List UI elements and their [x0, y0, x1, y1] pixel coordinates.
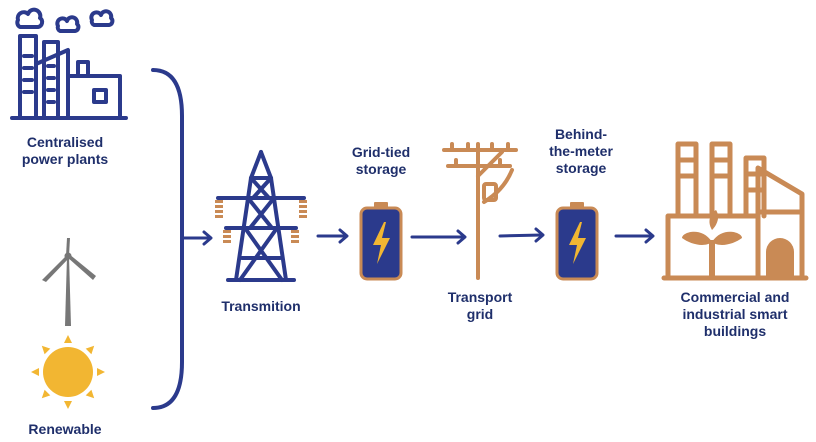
factory-icon: [661, 141, 809, 281]
btm-storage-label-line2: the-meter: [549, 143, 613, 159]
btm-storage-label-line1: Behind-: [554, 126, 608, 142]
renewable-label: Renewable: [28, 421, 102, 437]
power-plants-label-line1: Centralised: [26, 134, 104, 150]
flow-arrow-1: [180, 230, 213, 246]
transport-grid-label: Transport grid: [435, 289, 525, 323]
buildings-label-line2: industrial smart: [682, 306, 788, 322]
power-plants-label-line2: power plants: [21, 151, 109, 167]
grid-storage-battery-icon: [359, 202, 403, 281]
transport-grid-label-line2: grid: [466, 306, 494, 322]
transmission-tower-icon: [215, 150, 307, 282]
utility-pole-icon: [442, 142, 518, 280]
transmission-label: Transmition: [221, 298, 301, 314]
flow-arrow-5: [614, 228, 655, 244]
flow-arrow-3: [410, 229, 467, 245]
btm-storage-label: Behind- the-meter storage: [536, 126, 626, 177]
power-plants-label: Centralised power plants: [0, 134, 130, 168]
sun-icon: [31, 335, 105, 409]
wind-turbine-icon: [42, 238, 96, 326]
transport-grid-label-line1: Transport: [447, 289, 513, 305]
buildings-label-line1: Commercial and: [680, 289, 790, 305]
flow-arrow-4: [498, 227, 545, 243]
btm-storage-label-line3: storage: [555, 160, 607, 176]
buildings-label: Commercial and industrial smart building…: [660, 289, 810, 340]
power-plant-icon: [10, 7, 128, 120]
btm-storage-battery-icon: [555, 202, 599, 281]
grid-storage-label-line1: Grid-tied: [351, 144, 411, 160]
grid-storage-label-line2: storage: [355, 161, 407, 177]
grid-storage-label: Grid-tied storage: [336, 144, 426, 178]
flow-arrow-2: [316, 228, 349, 244]
buildings-label-line3: buildings: [703, 323, 767, 339]
